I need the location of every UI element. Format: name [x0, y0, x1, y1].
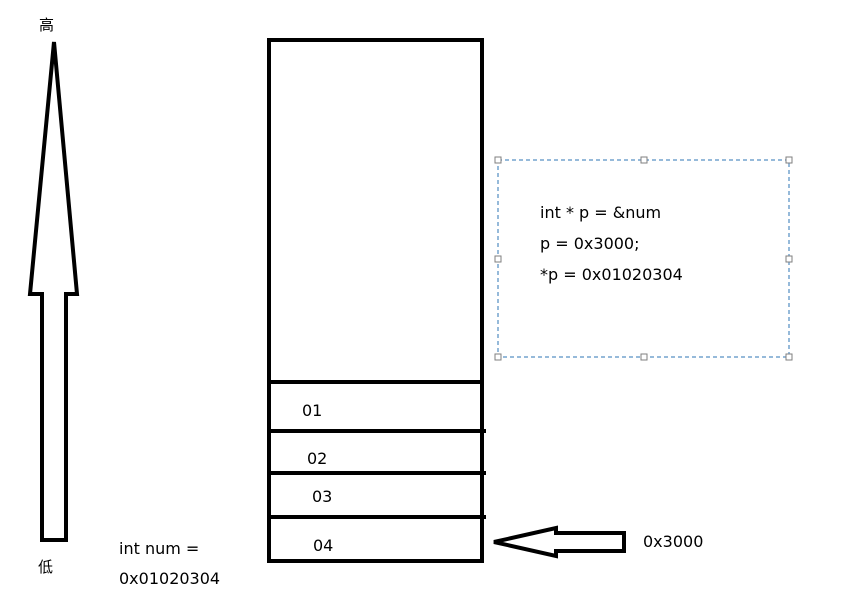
- memory-cell-2: 02: [307, 449, 328, 468]
- memory-cell-3: 03: [312, 487, 333, 506]
- code-line-2: p = 0x3000;: [540, 234, 640, 253]
- code-line-3: *p = 0x01020304: [540, 265, 683, 284]
- pointer-arrow: [493, 525, 626, 559]
- variable-declaration-line1: int num =: [119, 539, 200, 558]
- address-direction-arrow: [27, 41, 80, 542]
- memory-cell-4: 04: [313, 536, 334, 555]
- code-box-border: [497, 159, 790, 358]
- code-line-1: int * p = &num: [540, 203, 662, 222]
- memory-block: [267, 38, 484, 563]
- memory-cell-1: 01: [302, 401, 323, 420]
- low-address-label: 低: [38, 558, 54, 576]
- high-address-label: 高: [39, 16, 55, 34]
- selection-handles: [494, 156, 793, 361]
- pointer-address-label: 0x3000: [643, 532, 704, 551]
- variable-declaration-line2: 0x01020304: [119, 569, 221, 588]
